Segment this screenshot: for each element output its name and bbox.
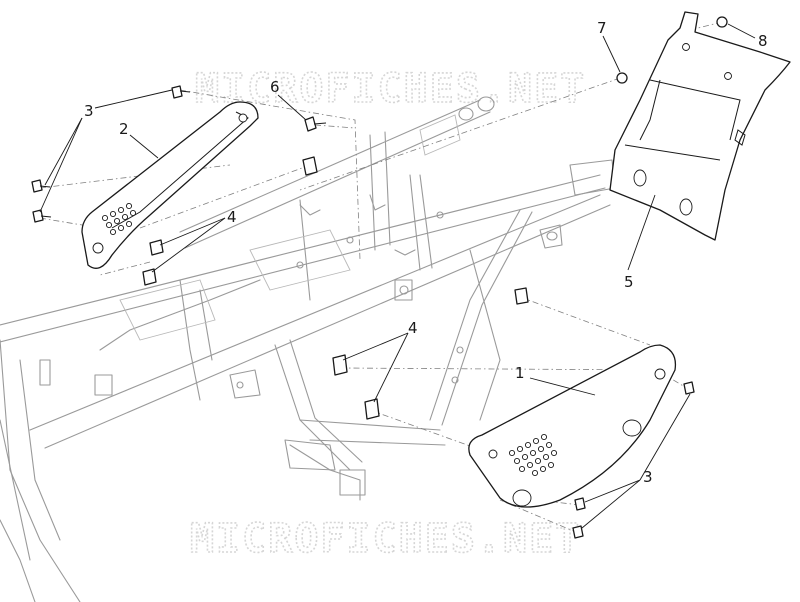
clip-left-b[interactable]	[149, 239, 164, 256]
clip-right-b[interactable]	[332, 354, 348, 376]
callout-2: 2	[119, 120, 129, 138]
watermark-top: MICROFICHES.NET	[195, 66, 586, 112]
callout-7: 7	[597, 19, 607, 37]
callout-5: 5	[624, 273, 634, 291]
left-cover-vent-holes	[101, 202, 137, 236]
callout-1: 1	[515, 364, 525, 382]
clip-right-c[interactable]	[364, 398, 380, 420]
callout-3-left: 3	[84, 102, 94, 120]
watermark-bottom: MICROFICHES.NET	[190, 516, 581, 562]
callout-6: 6	[270, 78, 280, 96]
clip-right-a[interactable]	[514, 287, 529, 305]
screw-right-mid[interactable]	[574, 497, 586, 511]
callout-3-right: 3	[643, 468, 653, 486]
clip-left-a[interactable]	[302, 156, 318, 176]
screw-left-lower[interactable]	[32, 209, 52, 223]
screw-right-upper[interactable]	[683, 381, 695, 395]
screw-right-lower[interactable]	[572, 525, 584, 539]
screw-6[interactable]	[304, 116, 327, 132]
left-side-cover[interactable]	[81, 101, 259, 269]
leader-lines	[39, 23, 756, 529]
callout-4-left: 4	[227, 208, 237, 226]
screw-top-left[interactable]	[171, 85, 191, 99]
right-cover-vent-holes	[508, 433, 558, 477]
motorcycle-frame	[0, 96, 616, 602]
right-side-cover[interactable]	[468, 344, 677, 508]
nut-8[interactable]	[716, 16, 728, 28]
callout-8: 8	[758, 32, 768, 50]
nut-7[interactable]	[616, 72, 628, 84]
screw-left-upper[interactable]	[31, 179, 51, 193]
callout-4-right: 4	[408, 319, 418, 337]
shield-panel[interactable]	[609, 11, 791, 241]
clip-left-c[interactable]	[142, 268, 157, 286]
callout-labels: 3 2 6 4 7 8 5 4 1 3	[84, 19, 768, 486]
